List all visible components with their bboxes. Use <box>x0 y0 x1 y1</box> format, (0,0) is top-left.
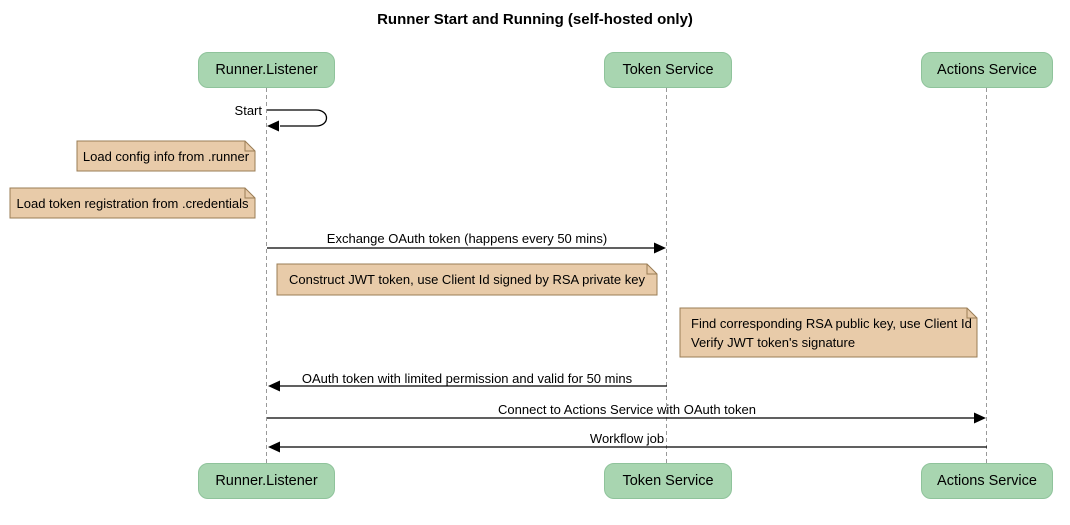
note-load-token-shape <box>9 187 256 219</box>
message-exchange-label: Exchange OAuth token (happens every 50 m… <box>326 231 608 246</box>
actor-label: Runner.Listener <box>215 473 318 489</box>
actor-bottom-token-service: Token Service <box>604 463 732 499</box>
note-find-rsa-shape <box>679 307 978 358</box>
message-workflow-label: Workflow job <box>589 431 665 446</box>
note-construct-jwt-label: Construct JWT token, use Client Id signe… <box>289 272 645 287</box>
note-find-rsa-label: Find corresponding RSA public key, use C… <box>691 314 977 352</box>
note-load-config-fold-icon <box>244 141 255 152</box>
arrowhead-start-icon <box>267 120 279 132</box>
arrowhead-oauth-return-icon <box>268 380 280 392</box>
diagram-title: Runner Start and Running (self-hosted on… <box>377 11 693 28</box>
arrowhead-exchange-icon <box>654 242 666 254</box>
message-start-label: Start <box>234 103 262 118</box>
note-load-token-fold-icon <box>244 188 255 199</box>
actor-bottom-actions-service: Actions Service <box>921 463 1053 499</box>
actor-label: Actions Service <box>937 62 1037 78</box>
actor-top-actions-service: Actions Service <box>921 52 1053 88</box>
actor-top-token-service: Token Service <box>604 52 732 88</box>
note-find-rsa-line2: Verify JWT token's signature <box>691 335 856 350</box>
self-message-start-line <box>267 109 328 127</box>
message-oauth-return-label: OAuth token with limited permission and … <box>301 371 633 386</box>
message-connect-label: Connect to Actions Service with OAuth to… <box>498 402 756 417</box>
note-find-rsa-fold-icon <box>966 308 977 319</box>
note-construct-jwt-fold-icon <box>646 264 657 275</box>
note-find-rsa-line1: Find corresponding RSA public key, use C… <box>691 316 972 331</box>
actor-label: Actions Service <box>937 473 1037 489</box>
note-load-token-label: Load token registration from .credential… <box>16 195 249 211</box>
actor-label: Runner.Listener <box>215 62 318 78</box>
actor-label: Token Service <box>622 62 714 78</box>
actor-top-runner-listener: Runner.Listener <box>198 52 335 88</box>
note-load-config-label: Load config info from .runner <box>82 148 250 164</box>
actor-bottom-runner-listener: Runner.Listener <box>198 463 335 499</box>
note-load-config-shape <box>76 140 256 172</box>
arrowhead-workflow-icon <box>268 441 280 453</box>
actor-label: Token Service <box>622 473 714 489</box>
arrowhead-connect-icon <box>974 412 986 424</box>
note-construct-jwt-shape <box>276 263 658 296</box>
